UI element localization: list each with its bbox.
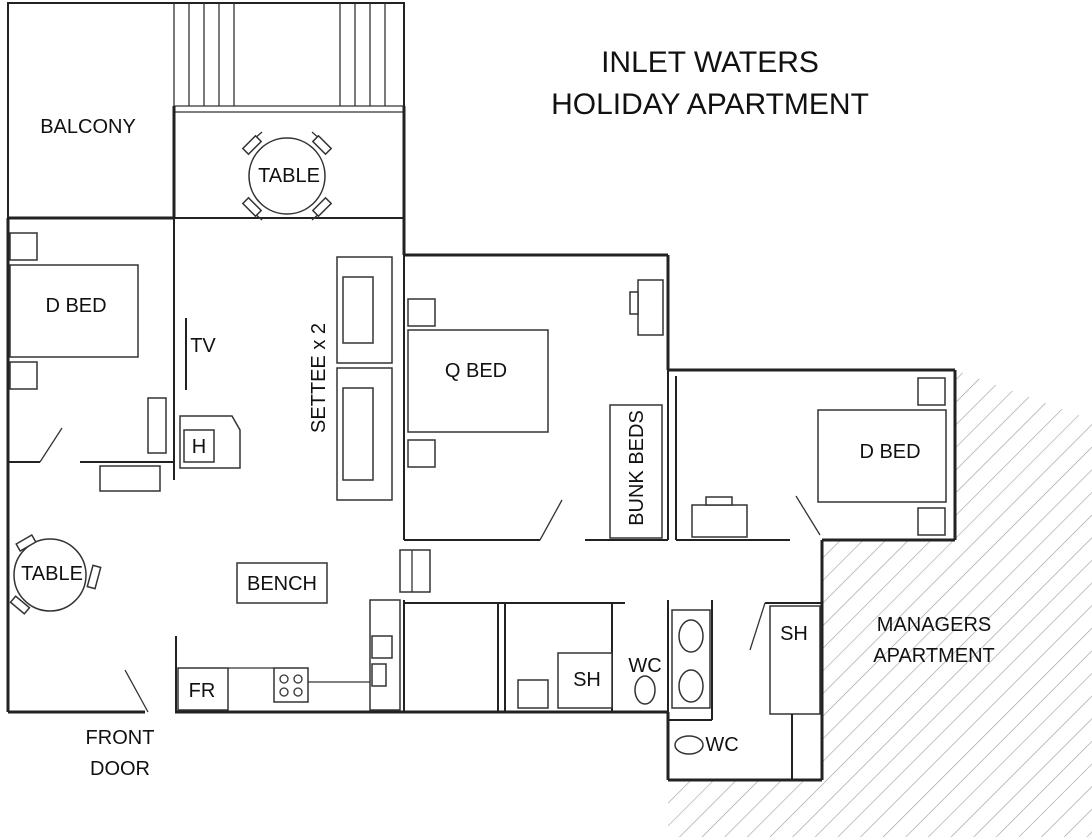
- shower-1-label: SH: [573, 669, 601, 691]
- wc-2-label: WC: [705, 734, 738, 756]
- bunk-beds-label: BUNK BEDS: [626, 410, 648, 526]
- right-bedroom: D BED: [691, 377, 947, 538]
- d-bed-right-label: D BED: [859, 441, 920, 463]
- dining-table-bottom: TABLE: [9, 534, 102, 615]
- wc-1-label: WC: [628, 655, 661, 677]
- queen-bedroom: Q BED BUNK BEDS: [407, 279, 664, 539]
- managers-label-line-1: MANAGERS: [877, 614, 991, 636]
- kitchen: FR: [177, 549, 431, 711]
- left-bedroom: D BED TV: [9, 232, 216, 454]
- bench-label: BENCH: [247, 573, 317, 595]
- d-bed-left-label: D BED: [45, 295, 106, 317]
- title-line-2: HOLIDAY APARTMENT: [551, 88, 869, 121]
- interior-walls: [8, 218, 822, 721]
- bathroom-2: WC SH: [671, 605, 821, 780]
- front-door-label-line-2: DOOR: [90, 758, 150, 780]
- front-door-label-line-1: FRONT: [86, 727, 155, 749]
- fridge-label: FR: [189, 680, 216, 702]
- managers-apartment-area: [668, 370, 1092, 837]
- outer-walls: [6, 106, 957, 782]
- title-line-1: INLET WATERS: [601, 46, 819, 79]
- shower-2-label: SH: [780, 623, 808, 645]
- table-bottom-label: TABLE: [21, 563, 83, 585]
- table-top-label: TABLE: [258, 165, 320, 187]
- heater: H: [99, 415, 241, 492]
- q-bed-label: Q BED: [445, 360, 507, 382]
- settees: SETTEE x 2: [308, 256, 393, 501]
- bathroom-1: SH WC: [517, 652, 662, 709]
- tv-label: TV: [190, 335, 216, 357]
- dining-table-top: TABLE: [241, 131, 333, 221]
- bench: BENCH: [236, 562, 328, 604]
- managers-label-line-2: APARTMENT: [873, 645, 995, 667]
- balcony-label: BALCONY: [40, 116, 136, 138]
- balcony: [7, 2, 405, 219]
- settee-label: SETTEE x 2: [308, 323, 330, 433]
- heater-label: H: [192, 436, 206, 458]
- plan-title: INLET WATERS HOLIDAY APARTMENT: [551, 46, 869, 121]
